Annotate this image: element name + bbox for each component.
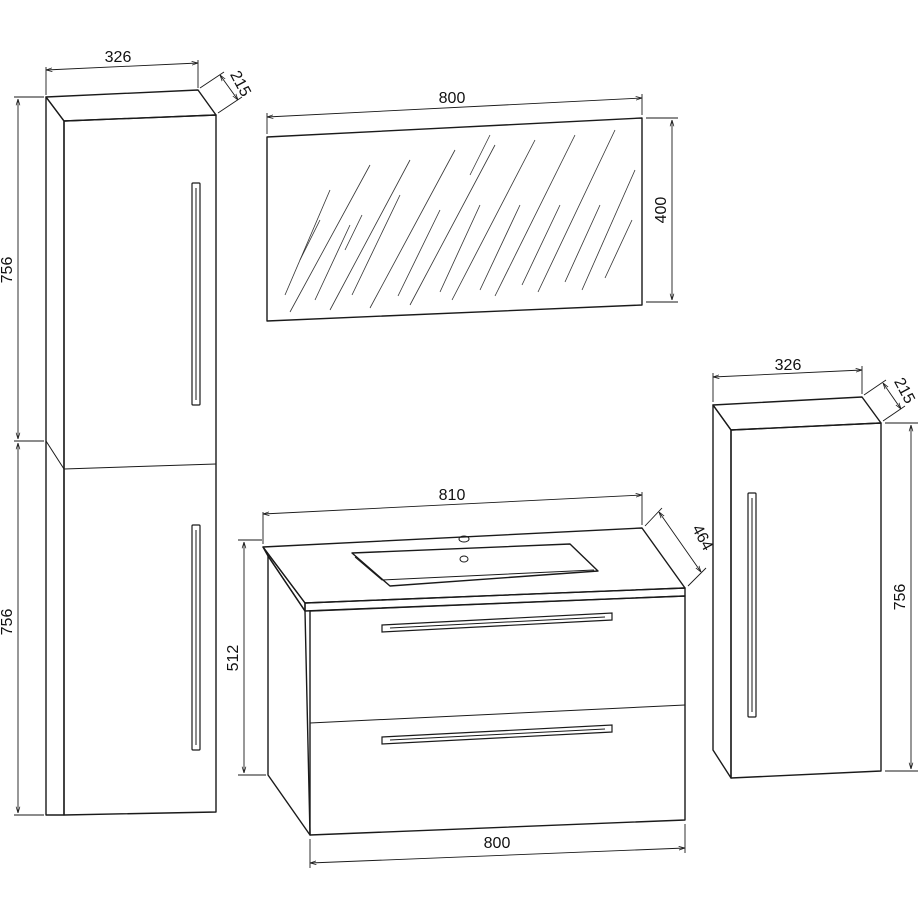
hatch-line — [397, 209, 441, 297]
hatch-line — [494, 134, 576, 297]
tall-cabinet-upper-handle — [191, 182, 201, 406]
vanity-height-dimension: 512 — [225, 539, 266, 776]
tall-cabinet-side — [45, 96, 65, 816]
hatch-line — [299, 219, 321, 261]
hatch-line — [521, 204, 561, 286]
hatch-line — [439, 204, 481, 293]
hatch-line — [451, 139, 536, 301]
wall-cabinet-height-label: 756 — [892, 584, 909, 611]
tall-cabinet-upper-height-label: 756 — [0, 257, 16, 284]
basin-top-front-edge — [304, 587, 686, 612]
tall-cabinet: 326 215 756 756 — [0, 49, 254, 816]
tall-cabinet-width-dimension: 326 — [45, 49, 199, 95]
vanity-height-label: 512 — [225, 645, 242, 672]
hatch-line — [537, 129, 616, 293]
mirror-width-dimension: 800 — [266, 90, 643, 134]
vanity-depth-label: 464 — [688, 522, 716, 554]
basin-bowl-inner — [354, 556, 595, 581]
tall-cabinet-width-label: 326 — [105, 49, 132, 66]
vanity-bottom-width-label: 800 — [484, 835, 511, 852]
mirror-frame — [266, 117, 643, 322]
tall-cabinet-depth-dimension: 215 — [199, 68, 254, 114]
vanity-bottom-width-dimension: 800 — [309, 824, 686, 868]
hatch-line — [344, 214, 363, 251]
wall-cabinet-depth-dimension: 215 — [863, 375, 918, 422]
tall-cabinet-upper-height-dimension: 756 — [0, 96, 44, 442]
lower-drawer-handle — [381, 724, 613, 745]
hatch-line — [581, 169, 636, 291]
mirror-reflection-hatching — [284, 129, 636, 313]
mirror-width-label: 800 — [439, 90, 466, 107]
tall-cabinet-lower-height-dimension: 756 — [0, 443, 44, 816]
tall-cabinet-front — [63, 114, 217, 816]
wall-cabinet: 326 215 756 — [712, 357, 918, 779]
wall-cabinet-top — [712, 396, 882, 431]
basin-top — [262, 527, 686, 604]
tall-cabinet-lower-height-label: 756 — [0, 609, 16, 636]
tall-cabinet-depth-label: 215 — [226, 68, 254, 100]
hatch-line — [284, 189, 331, 296]
vanity-front — [309, 595, 686, 836]
hatch-line — [314, 224, 351, 301]
wall-cabinet-side — [712, 404, 732, 779]
vanity-depth-dimension: 464 — [644, 507, 716, 587]
basin-bowl — [351, 543, 599, 587]
wall-cabinet-depth-label: 215 — [890, 375, 918, 407]
wall-cabinet-handle — [747, 492, 757, 718]
hatch-line — [351, 194, 401, 296]
hatch-line — [469, 134, 491, 176]
vanity-top-width-dimension: 810 — [262, 487, 643, 544]
drawer-split — [309, 704, 686, 724]
hatch-line — [604, 219, 633, 279]
tall-cabinet-side-split — [45, 440, 65, 470]
upper-drawer-handle — [381, 612, 613, 633]
wall-cabinet-width-label: 326 — [775, 357, 802, 374]
mirror: 800 400 — [266, 90, 678, 322]
hatch-line — [289, 164, 371, 313]
hatch-line — [329, 159, 411, 311]
wall-cabinet-width-dimension: 326 — [712, 357, 863, 402]
tap-hole — [458, 535, 470, 543]
hatch-line — [369, 149, 456, 309]
tall-cabinet-lower-handle — [191, 524, 201, 751]
drain-hole — [459, 555, 469, 563]
mirror-height-dimension: 400 — [646, 117, 678, 303]
vanity-unit: 810 464 512 800 — [225, 487, 716, 868]
mirror-height-label: 400 — [653, 197, 670, 224]
hatch-line — [564, 204, 601, 283]
vanity-top-width-label: 810 — [439, 487, 466, 504]
tall-cabinet-door-split — [63, 463, 217, 470]
wall-cabinet-front — [730, 422, 882, 779]
hatch-line — [479, 204, 521, 291]
wall-cabinet-height-dimension: 756 — [885, 422, 918, 772]
hatch-line — [409, 144, 496, 306]
vanity-side — [267, 555, 311, 836]
